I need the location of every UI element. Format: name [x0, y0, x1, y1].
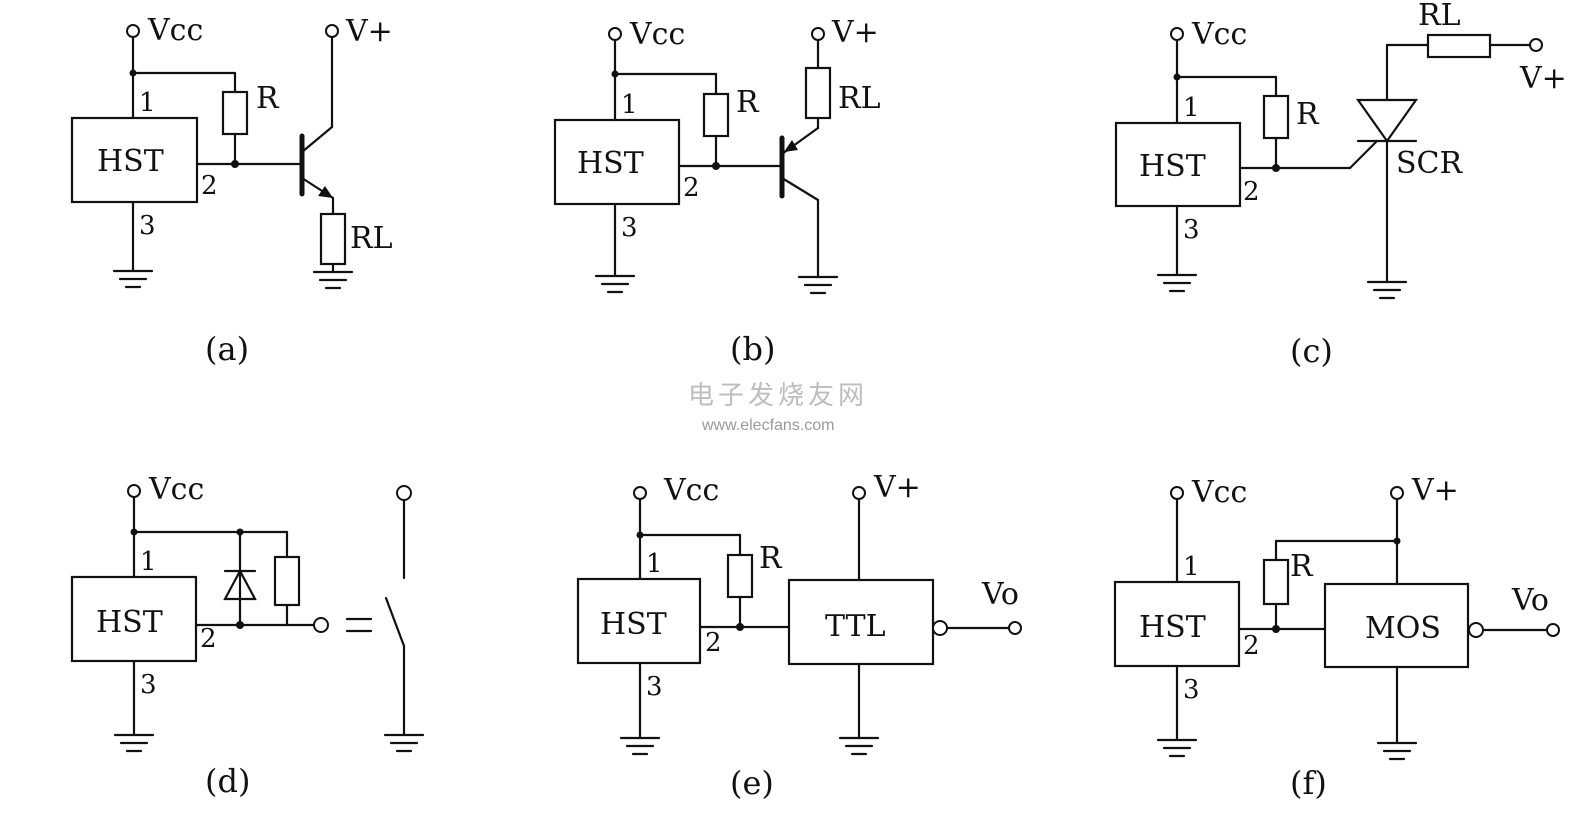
pin-2: 2 [705, 628, 722, 658]
resistor-r [726, 553, 754, 599]
pin-3: 3 [1183, 215, 1200, 245]
scr-symbol [1355, 98, 1419, 143]
pin-2: 2 [1243, 631, 1260, 661]
pin-1: 1 [621, 90, 638, 120]
pin-1: 1 [139, 88, 156, 118]
label-r: R [256, 81, 280, 116]
watermark: 电子发烧友网 www.elecfans.com [688, 381, 868, 434]
circuit-b: Vcc V+ R RL HST 1 2 3 (b) [553, 15, 881, 368]
label-rl: RL [1418, 0, 1461, 33]
label-scr: SCR [1396, 146, 1464, 181]
ttl-gate [787, 578, 935, 666]
label-r: R [736, 85, 760, 120]
pin-2: 2 [1243, 177, 1260, 207]
pin-2: 2 [200, 624, 217, 654]
chip-label: HST [600, 607, 667, 642]
label-r: R [1290, 549, 1314, 584]
pin-3: 3 [621, 213, 638, 243]
caption-e: (e) [730, 764, 774, 802]
resistor [273, 555, 301, 607]
resistor-r [221, 90, 249, 136]
label-vplus: V+ [1411, 473, 1459, 508]
label-vo: Vo [981, 577, 1019, 612]
pin-1: 1 [140, 547, 157, 577]
resistor-r [1262, 558, 1290, 606]
gate-label: TTL [825, 609, 886, 644]
chip-label: HST [577, 146, 644, 181]
label-r: R [759, 541, 783, 576]
label-vo: Vo [1511, 583, 1549, 618]
circuit-e: Vcc V+ R Vo HST TTL 1 2 3 (e) [576, 470, 1022, 802]
caption-d: (d) [205, 762, 250, 800]
label-vcc: Vcc [148, 472, 204, 507]
resistor-r [1262, 94, 1290, 140]
label-vplus: V+ [873, 470, 921, 505]
hst-chip [553, 118, 681, 206]
label-vcc: Vcc [663, 473, 719, 508]
label-rl: RL [838, 81, 881, 116]
label-vcc: Vcc [147, 13, 203, 48]
pin-3: 3 [646, 672, 663, 702]
circuit-a: Vcc V+ R RL HST 1 2 3 (a) [70, 13, 393, 368]
label-rl: RL [350, 221, 393, 256]
label-vplus: V+ [345, 14, 393, 49]
chip-label: HST [1139, 149, 1206, 184]
circuit-c: Vcc V+ RL R SCR HST 1 2 3 (c) [1114, 0, 1567, 370]
label-vcc: Vcc [1191, 17, 1247, 52]
chip-label: HST [1139, 610, 1206, 645]
label-vcc: Vcc [1191, 475, 1247, 510]
chip-label: HST [96, 605, 163, 640]
resistor-rl [804, 66, 832, 120]
resistor-rl [1426, 33, 1492, 59]
resistor-rl [319, 212, 347, 266]
switch-blade [384, 596, 406, 648]
pin-1: 1 [1183, 93, 1200, 123]
caption-a: (a) [205, 330, 249, 368]
label-r: R [1296, 97, 1320, 132]
pin-3: 3 [1183, 675, 1200, 705]
pin-3: 3 [139, 211, 156, 241]
diode-symbol [223, 568, 257, 601]
caption-f: (f) [1290, 764, 1327, 802]
circuit-d: Vcc HST 1 2 3 (d) [70, 472, 425, 800]
pin-2: 2 [683, 173, 700, 203]
watermark-site-name: 电子发烧友网 [688, 381, 868, 411]
caption-c: (c) [1290, 332, 1333, 370]
label-vplus: V+ [831, 15, 879, 50]
gate-label: MOS [1365, 611, 1441, 646]
pin-2: 2 [201, 171, 218, 201]
inverter-bubble [932, 620, 948, 636]
label-vcc: Vcc [629, 17, 685, 52]
pin-1: 1 [1183, 552, 1200, 582]
circuit-f: Vcc V+ R Vo HST MOS 1 2 3 (f) [1113, 473, 1560, 802]
chip-label: HST [97, 144, 164, 179]
hst-chip [70, 116, 199, 204]
caption-b: (b) [730, 330, 775, 368]
inverter-bubble [1468, 622, 1484, 638]
resistor-r [702, 92, 730, 138]
label-vplus: V+ [1519, 61, 1567, 96]
pin-3: 3 [140, 670, 157, 700]
pin-1: 1 [646, 549, 663, 579]
watermark-url: www.elecfans.com [701, 417, 835, 434]
